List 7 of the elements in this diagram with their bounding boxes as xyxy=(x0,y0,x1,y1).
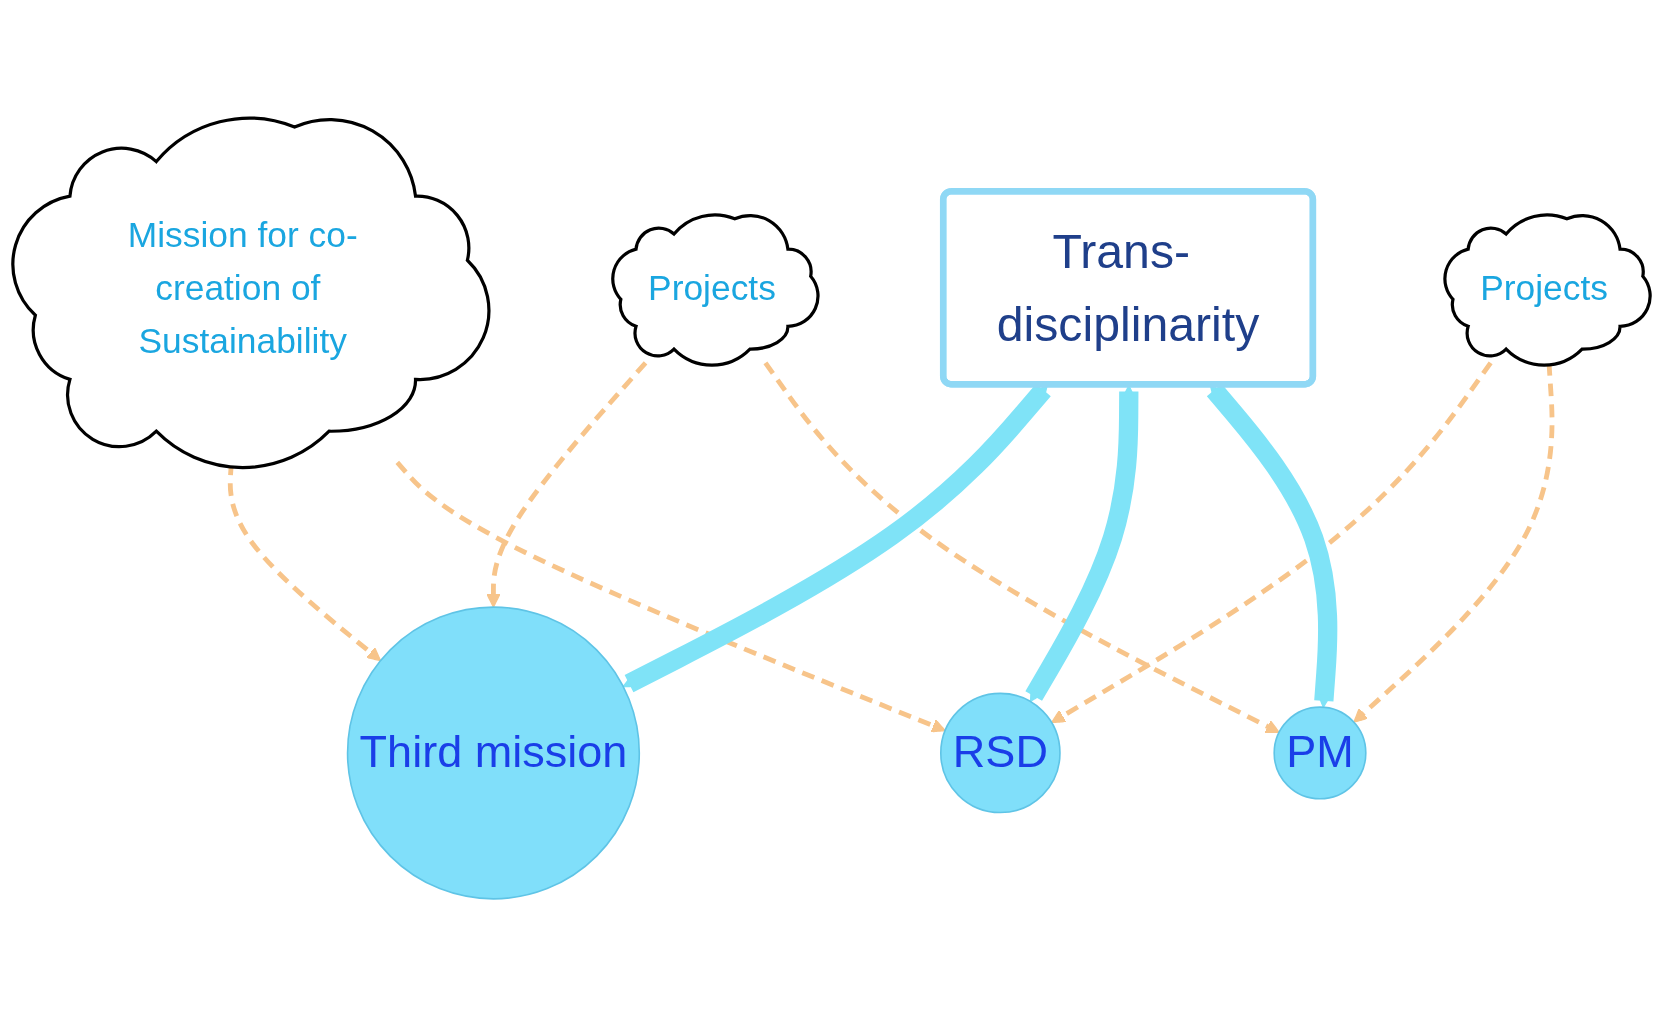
arrow xyxy=(395,460,946,733)
node-circle: RSD xyxy=(940,692,1061,814)
arrow xyxy=(486,361,648,608)
arrow xyxy=(763,361,1280,733)
arrow xyxy=(1050,361,1493,724)
node-circle: Third mission xyxy=(346,606,641,900)
node-circle: PM xyxy=(1273,706,1367,800)
